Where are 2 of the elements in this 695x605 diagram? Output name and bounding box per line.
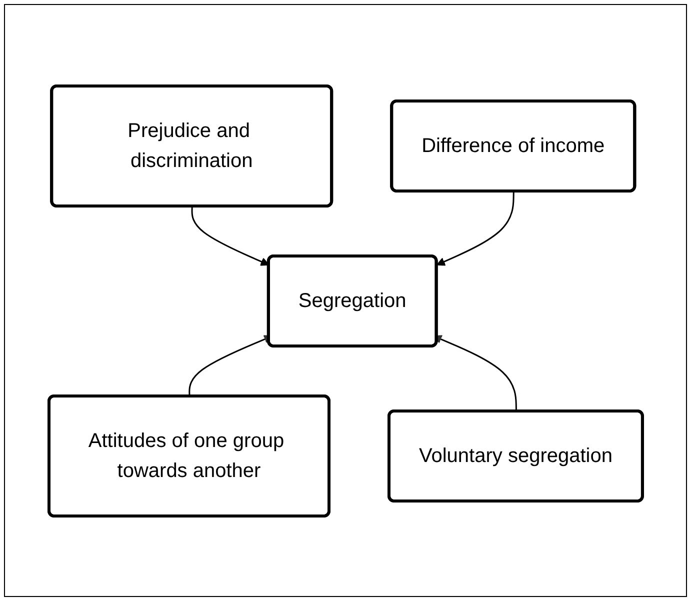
arrow — [191, 206, 270, 266]
arrow — [436, 190, 514, 266]
